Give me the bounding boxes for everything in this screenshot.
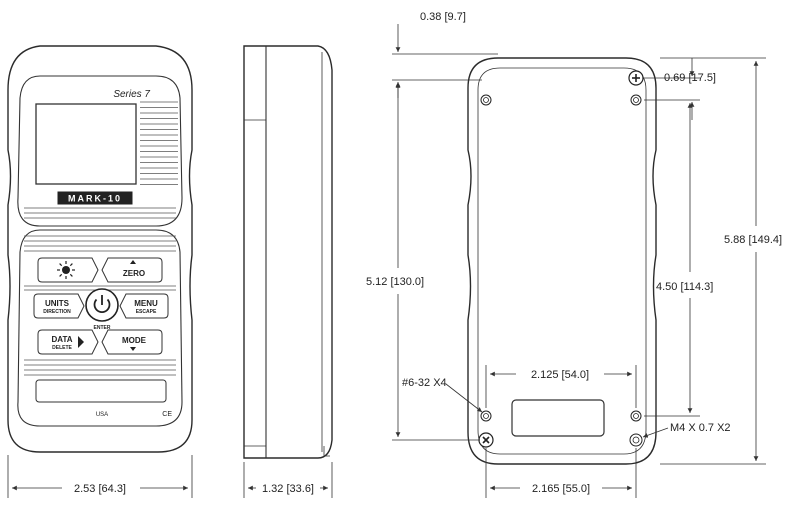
rear-top-offset-dim: 0.38 [9.7] bbox=[420, 11, 466, 23]
country-label: USA bbox=[96, 412, 108, 418]
mount-screw-bottom-left-icon bbox=[478, 432, 494, 448]
logo-plate bbox=[57, 191, 133, 205]
side-depth-dim: 1.32 [33.6] bbox=[262, 483, 314, 495]
logo-text: MARK-10 bbox=[68, 194, 122, 204]
label-window bbox=[35, 379, 167, 403]
display-panel-stripes bbox=[24, 101, 178, 219]
data-key-sublabel: DELETE bbox=[52, 345, 72, 351]
backlight-key[interactable] bbox=[37, 257, 99, 283]
ce-mark: CE bbox=[162, 411, 172, 418]
mode-key-label: MODE bbox=[122, 336, 147, 345]
rear-inner-width-dim: 2.125 [54.0] bbox=[531, 369, 589, 381]
zero-key-label: ZERO bbox=[123, 269, 145, 278]
menu-key-sublabel: ESCAPE bbox=[136, 309, 157, 315]
lcd-screen bbox=[35, 103, 137, 185]
rear-outer-width-dim: 2.165 [55.0] bbox=[532, 483, 590, 495]
units-key[interactable]: UNITS DIRECTION bbox=[33, 293, 85, 319]
rear-mount-callout: M4 X 0.7 X2 bbox=[670, 422, 731, 434]
sun-icon bbox=[57, 261, 75, 279]
front-view: Series 7 MARK-10 ZERO bbox=[7, 45, 193, 498]
front-width-dim: 2.53 [64.3] bbox=[74, 483, 126, 495]
rear-view: 0.38 [9.7] 0.69 [17.5] 5.88 [149.4] 5.12… bbox=[366, 11, 782, 498]
arrow-down-icon bbox=[130, 347, 136, 351]
power-enter-key[interactable]: ENTER bbox=[85, 288, 119, 331]
menu-key-label: MENU bbox=[134, 299, 158, 308]
thread-hole-top-left-icon bbox=[480, 94, 492, 106]
thread-hole-bottom-left-icon bbox=[480, 410, 492, 422]
rear-mount-spacing-dim: 4.50 [114.3] bbox=[656, 281, 713, 293]
rear-hole-offset-dim: 0.69 [17.5] bbox=[664, 72, 716, 84]
units-key-label: UNITS bbox=[45, 299, 70, 308]
side-housing-outline bbox=[243, 45, 333, 459]
side-view: 1.32 [33.6] bbox=[243, 45, 333, 498]
units-key-sublabel: DIRECTION bbox=[43, 309, 71, 315]
rear-thread-callout: #6-32 X4 bbox=[402, 377, 447, 389]
mount-hole-bottom-right-icon bbox=[629, 433, 643, 447]
data-key[interactable]: DATA DELETE bbox=[37, 329, 99, 355]
series-label: Series 7 bbox=[113, 89, 150, 100]
rear-overall-height-dim: 5.88 [149.4] bbox=[724, 234, 782, 246]
menu-key[interactable]: MENU ESCAPE bbox=[119, 293, 169, 319]
mount-screw-top-right-icon bbox=[628, 70, 644, 86]
mode-key[interactable]: MODE bbox=[101, 329, 163, 355]
zero-key[interactable]: ZERO bbox=[101, 257, 163, 283]
thread-hole-bottom-right-icon bbox=[630, 410, 642, 422]
rear-thread-spacing-dim: 5.12 [130.0] bbox=[366, 276, 424, 288]
front-display-panel bbox=[17, 75, 183, 227]
data-key-label: DATA bbox=[51, 335, 72, 344]
thread-hole-top-right-icon bbox=[630, 94, 642, 106]
rear-label-recess bbox=[511, 399, 605, 437]
keypad-panel-stripes bbox=[24, 235, 176, 376]
power-icon bbox=[93, 295, 111, 313]
enter-key-label: ENTER bbox=[94, 325, 111, 331]
arrow-right-icon bbox=[78, 336, 84, 348]
rear-housing-outline bbox=[467, 57, 657, 465]
arrow-up-icon bbox=[130, 260, 136, 264]
front-keypad-panel bbox=[17, 229, 183, 427]
